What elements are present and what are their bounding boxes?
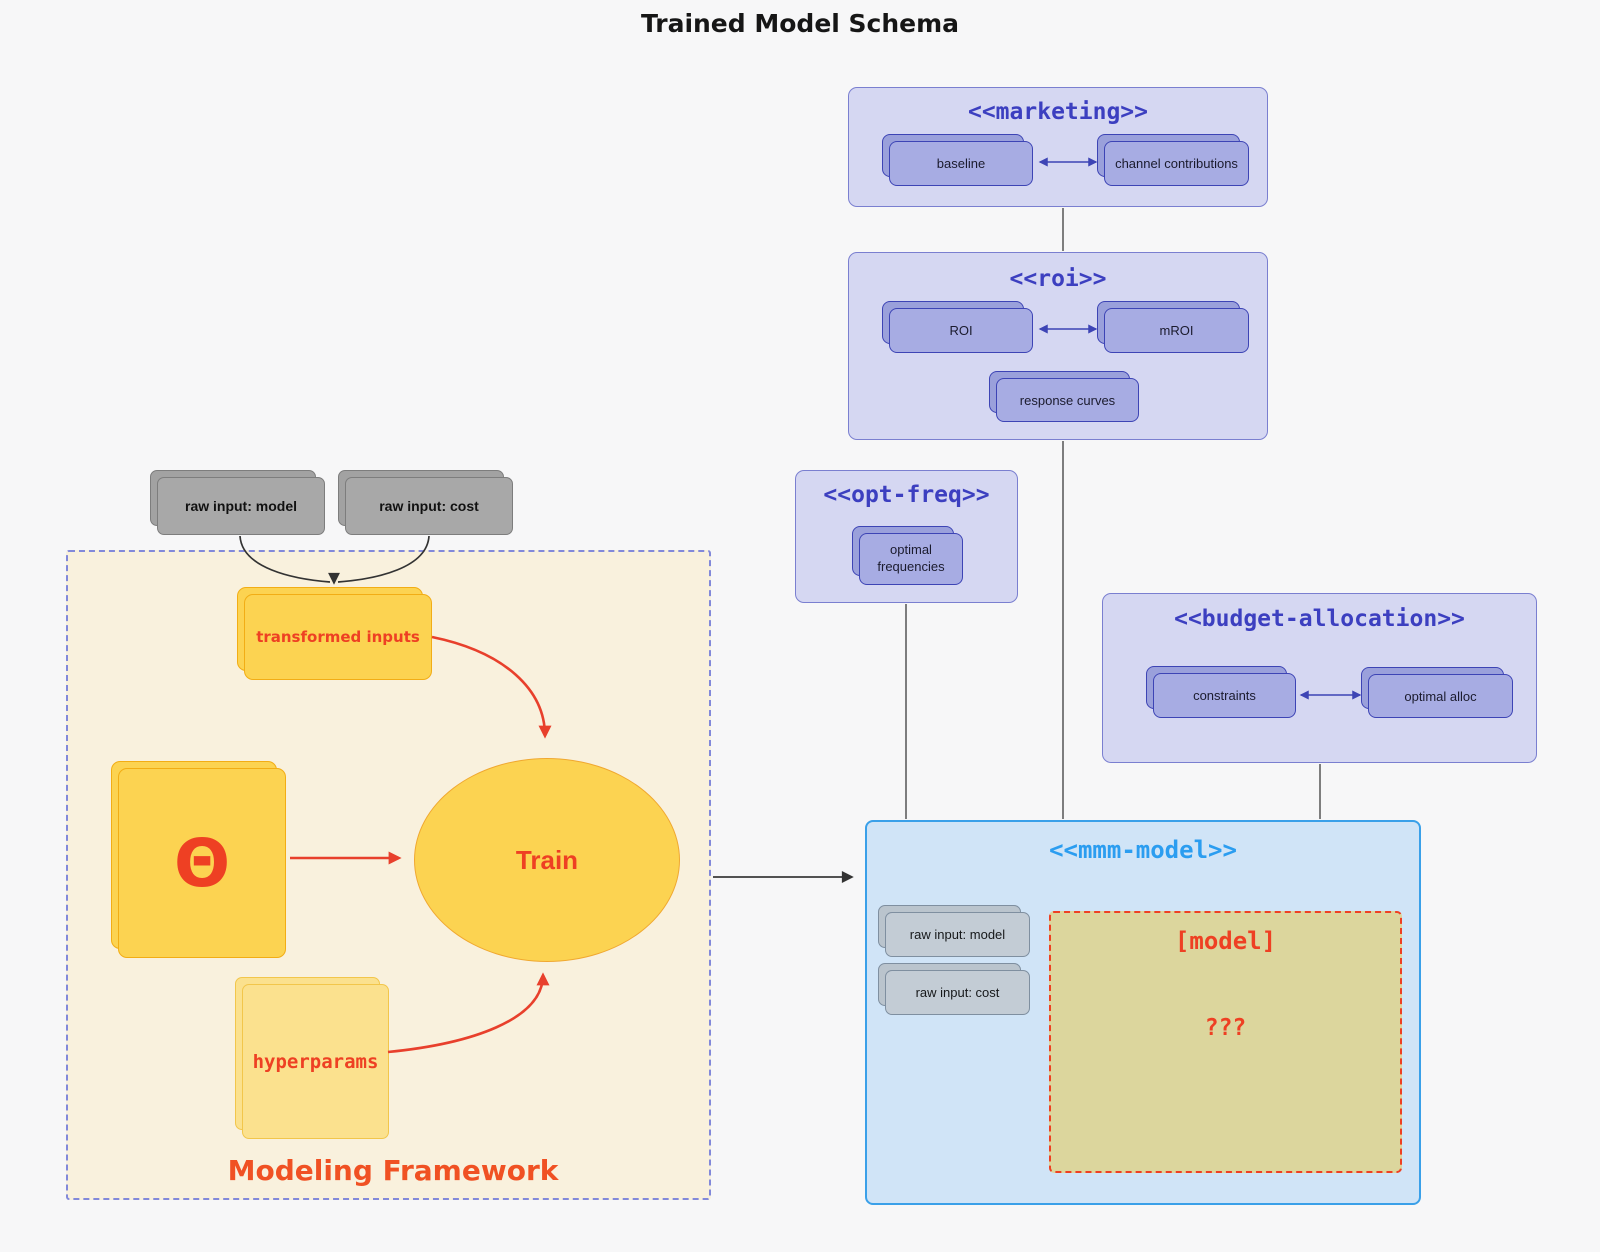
roi-title: <<roi>> xyxy=(1009,266,1107,292)
model-placeholder-box: [model] ??? xyxy=(1049,911,1402,1173)
container-modeling-framework: transformed inputs Θ Train hyperparams M… xyxy=(66,550,711,1200)
node-raw-input-model: raw input: model xyxy=(150,470,325,535)
roi-label: ROI xyxy=(949,323,973,338)
marketing-title: <<marketing>> xyxy=(967,99,1148,125)
container-marketing: <<marketing>> baseline channel contribut… xyxy=(848,87,1268,207)
model-placeholder-label: [model] xyxy=(1174,927,1277,955)
constraints-label: constraints xyxy=(1193,688,1256,703)
node-hyperparams: hyperparams xyxy=(235,977,389,1139)
node-optimal-alloc: optimal alloc xyxy=(1361,667,1513,718)
node-raw-input-cost: raw input: cost xyxy=(338,470,513,535)
node-mmm-raw-input-model: raw input: model xyxy=(878,905,1030,957)
baseline-label: baseline xyxy=(936,156,986,171)
node-constraints: constraints xyxy=(1146,666,1296,718)
transformed-inputs-label: transformed inputs xyxy=(256,628,420,646)
mmm-raw-input-model-label: raw input: model xyxy=(909,927,1006,942)
page-title: Trained Model Schema xyxy=(640,8,960,38)
node-mroi: mROI xyxy=(1097,301,1249,353)
theta-label: Θ xyxy=(173,824,231,902)
budget-allocation-title: <<budget-allocation>> xyxy=(1174,606,1465,632)
container-budget-allocation: <<budget-allocation>> constraints optima… xyxy=(1102,593,1537,763)
mmm-raw-input-cost-label: raw input: cost xyxy=(915,985,1000,1000)
mroi-label: mROI xyxy=(1159,323,1194,338)
optimal-frequencies-label: optimal frequencies xyxy=(877,542,945,574)
opt-freq-title: <<opt-freq>> xyxy=(823,482,990,508)
node-baseline: baseline xyxy=(882,134,1033,186)
container-roi: <<roi>> ROI mROI response curves xyxy=(848,252,1268,440)
node-transformed-inputs: transformed inputs xyxy=(237,587,432,680)
optimal-alloc-label: optimal alloc xyxy=(1404,688,1477,704)
node-theta: Θ xyxy=(111,761,286,958)
node-roi: ROI xyxy=(882,301,1033,353)
node-channel-contributions: channel contributions xyxy=(1097,134,1249,186)
container-mmm-model: <<mmm-model>> raw input: model raw input… xyxy=(865,820,1421,1205)
modeling-framework-label: Modeling Framework xyxy=(227,1153,559,1187)
node-train: Train xyxy=(414,758,680,962)
raw-input-cost-label: raw input: cost xyxy=(379,498,479,514)
raw-input-model-label: raw input: model xyxy=(185,498,297,514)
response-curves-label: response curves xyxy=(1019,392,1116,408)
node-optimal-frequencies: optimal frequencies xyxy=(852,526,963,585)
unknown-placeholder: ??? xyxy=(1204,1015,1247,1041)
channel-contributions-label: channel contributions xyxy=(1115,156,1238,171)
train-label: Train xyxy=(515,844,579,875)
container-opt-freq: <<opt-freq>> optimal frequencies xyxy=(795,470,1018,603)
node-response-curves: response curves xyxy=(989,371,1139,422)
node-mmm-raw-input-cost: raw input: cost xyxy=(878,963,1030,1015)
mmm-model-title: <<mmm-model>> xyxy=(1049,836,1237,864)
hyperparams-label: hyperparams xyxy=(252,1050,379,1073)
